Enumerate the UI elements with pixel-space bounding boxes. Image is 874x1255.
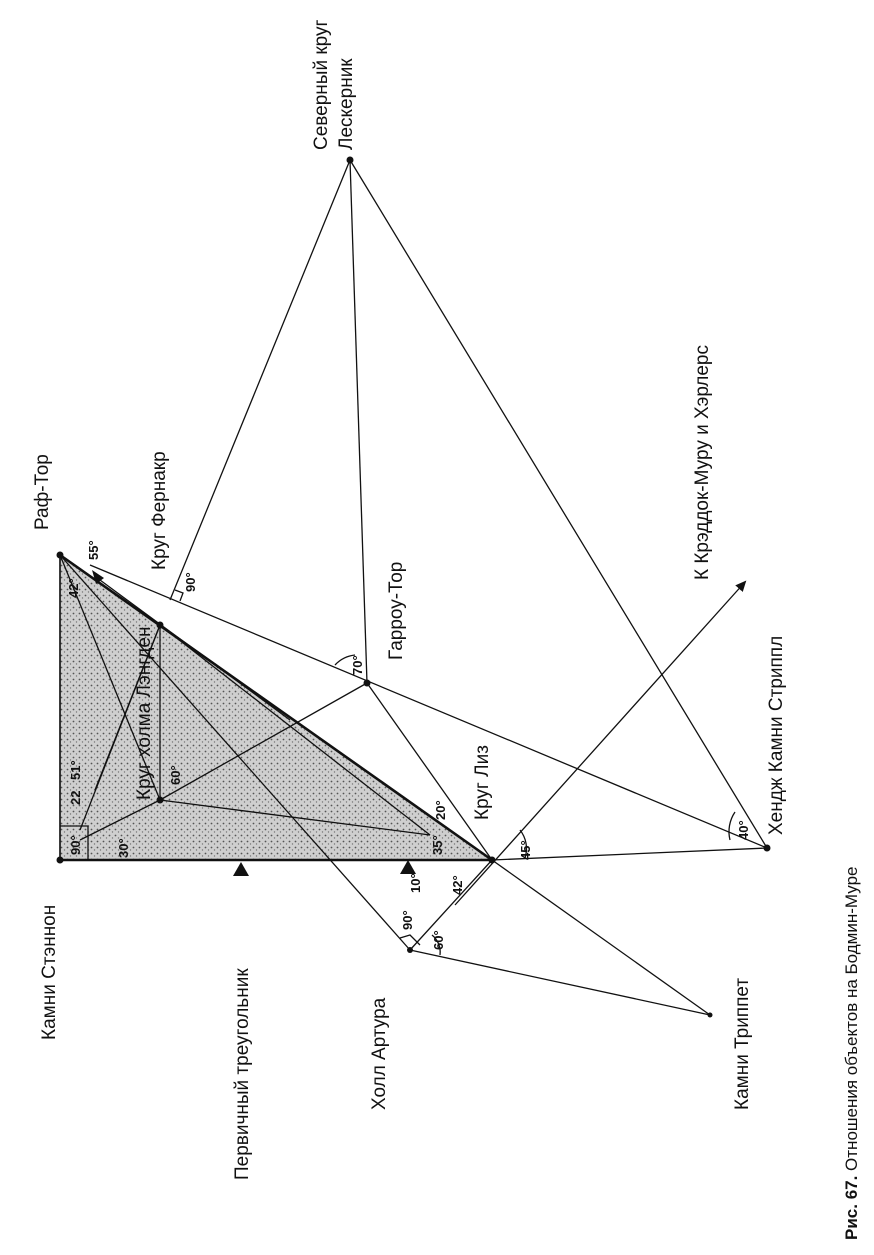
right-angle-mark-holl xyxy=(399,934,421,946)
angle-40: 40° xyxy=(736,820,751,840)
label-holl-artura: Холл Артура xyxy=(369,997,390,1110)
liz-to-trippet-line xyxy=(491,859,711,1016)
garrou-to-liz-line xyxy=(366,682,493,861)
caption-text: Отношения объектов на Бодмин-Муре xyxy=(842,867,861,1176)
angle-35: 35° xyxy=(430,835,445,855)
label-perv-treug: Первичный треугольник xyxy=(232,968,253,1180)
label-leskernik: Лескерник xyxy=(336,58,357,150)
angle-60-inner: 60° xyxy=(168,765,183,785)
inner-line-1 xyxy=(59,554,161,801)
label-k-kreddok: К Крэддок-Муру и Хэрлерс xyxy=(692,345,713,580)
point-liz xyxy=(488,856,496,864)
point-leskernik xyxy=(346,156,354,164)
right-angle-mark-stennon xyxy=(60,825,89,860)
right-angle-mark-fern xyxy=(174,589,184,602)
fern-to-leskernik-line xyxy=(169,159,351,601)
arrowhead-raf xyxy=(92,570,104,584)
garrou-to-stennon-line xyxy=(159,682,368,801)
caption-number: Рис. 67. xyxy=(842,1176,861,1240)
arc-60-holl xyxy=(431,934,441,956)
arc-45 xyxy=(519,829,528,859)
angle-90-holl: 90° xyxy=(400,910,415,930)
leskernik-to-garrou-line xyxy=(349,159,368,684)
arc-70 xyxy=(334,654,356,666)
label-krug-liz: Круг Лиз xyxy=(472,745,493,820)
point-trippet xyxy=(707,1012,713,1018)
angle-22: 22 xyxy=(68,791,83,805)
angle-30: 30° xyxy=(116,838,131,858)
label-hendzh: Хендж Камни Стриппл xyxy=(766,636,787,835)
raf-to-liz-line xyxy=(59,553,493,862)
angle-20: 20° xyxy=(433,800,448,820)
leskernik-to-hendzh-line xyxy=(349,159,768,849)
label-krug-kholma: Круг холма Лэнгден xyxy=(134,627,155,800)
inner-line-5 xyxy=(159,624,431,836)
angle-60-holl: 60° xyxy=(431,930,446,950)
angle-42-top: 42° xyxy=(66,578,81,598)
point-hendzh xyxy=(763,844,771,852)
holl-to-liz-line xyxy=(409,859,493,951)
angle-90-fern: 90° xyxy=(183,572,198,592)
inner-line-4 xyxy=(79,799,161,841)
point-kholm xyxy=(156,796,164,804)
raf-to-holl-line xyxy=(59,554,411,951)
point-stennon xyxy=(56,856,64,864)
label-krug-fernakr: Круг Фернакр xyxy=(149,451,170,570)
angle-51: 51° xyxy=(68,760,83,780)
raf-to-hendzh-line xyxy=(89,564,768,849)
label-raf-tor: Раф-Тор xyxy=(32,454,53,530)
point-holl xyxy=(407,947,413,953)
arrowhead-stennon xyxy=(233,862,249,876)
angle-55: 55° xyxy=(86,540,101,560)
angle-45: 45° xyxy=(518,840,533,860)
liz-to-hendzh-line xyxy=(491,847,768,861)
label-kamni-trippet: Камни Триппет xyxy=(732,978,753,1110)
angle-70: 70° xyxy=(350,655,365,675)
angle-10: 10° xyxy=(408,873,423,893)
label-garrou-tor: Гарроу-Тор xyxy=(386,562,407,660)
holl-to-trippet-line xyxy=(409,949,711,1016)
angle-42-bottom: 42° xyxy=(450,875,465,895)
point-garrou xyxy=(363,679,371,687)
label-kamni-stennon: Камни Стэннон xyxy=(39,905,60,1040)
arrowhead-liz xyxy=(400,860,416,874)
inner-line-8 xyxy=(99,579,291,721)
liz-to-kreddok-arrow xyxy=(454,580,747,906)
arc-40 xyxy=(728,811,736,841)
inner-line-7 xyxy=(79,624,161,831)
point-raf-tor xyxy=(56,551,64,559)
figure-caption: Рис. 67. Отношения объектов на Бодмин-Му… xyxy=(842,867,861,1240)
point-fernakr xyxy=(156,621,164,629)
inner-line-3 xyxy=(159,799,431,836)
angle-90-stennon: 90° xyxy=(68,835,83,855)
label-severny-krug: Северный круг xyxy=(311,19,332,150)
